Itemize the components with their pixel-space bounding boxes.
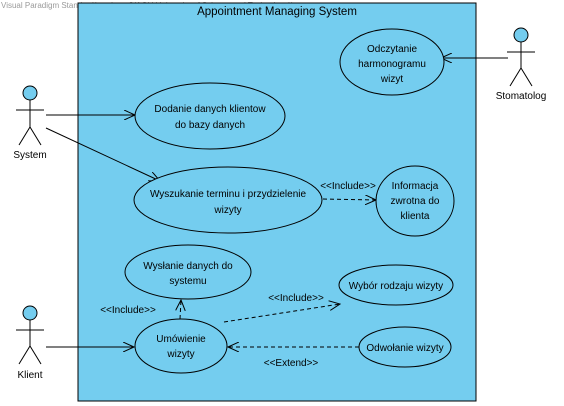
dependency-include-wybor xyxy=(223,304,340,323)
use-case-dodanie[interactable]: Dodanie danych klientow do bazy danych xyxy=(134,82,286,150)
use-case-wybor[interactable]: Wybór rodzaju wizyty xyxy=(338,264,454,306)
association-system-wyszukanie xyxy=(45,127,160,181)
use-case-umowienie[interactable]: Umówienie wizyty xyxy=(134,318,228,374)
actor-system[interactable]: System xyxy=(13,85,47,161)
dependency-include-informacja xyxy=(322,199,376,200)
use-case-wyszukanie-line-2: wizyty xyxy=(213,205,241,216)
include-label-wyslanie: <<Include>> xyxy=(100,305,156,316)
use-case-wyszukanie[interactable]: Wyszukanie terminu i przydzielenie wizyt… xyxy=(133,166,323,234)
use-case-informacja-line-3: klienta xyxy=(401,211,430,222)
actor-system-head xyxy=(22,85,38,101)
dependency-include-wyslanie xyxy=(180,300,181,320)
use-case-umowienie-line-1: Umówienie xyxy=(156,334,206,345)
use-case-wybor-line-1: Wybór rodzaju wizyty xyxy=(349,281,443,292)
use-case-odczytanie-line-2: harmonogramu xyxy=(358,59,426,70)
actor-system-label: System xyxy=(13,150,46,161)
include-label-informacja: <<Include>> xyxy=(320,181,376,192)
actor-stomatolog-label: Stomatolog xyxy=(496,91,547,102)
use-case-informacja[interactable]: Informacja zwrotna do klienta xyxy=(375,165,455,237)
use-case-dodanie-line-2: do bazy danych xyxy=(175,120,245,131)
actor-klient[interactable]: Klient xyxy=(16,305,44,381)
use-case-odczytanie[interactable]: Odczytanie harmonogramu wizyt xyxy=(339,28,445,96)
actor-stomatolog-head xyxy=(513,27,529,43)
use-case-informacja-line-2: zwrotna do xyxy=(391,196,440,207)
use-case-wyslanie[interactable]: Wysłanie danych do systemu xyxy=(124,244,252,300)
extend-label-odwolanie: <<Extend>> xyxy=(264,358,319,369)
use-case-informacja-line-1: Informacja xyxy=(392,181,439,192)
use-case-dodanie-line-1: Dodanie danych klientow xyxy=(154,104,266,115)
use-case-odwolanie[interactable]: Odwołanie wizyty xyxy=(358,326,452,368)
use-case-umowienie-line-2: wizyty xyxy=(166,349,194,360)
use-case-wyslanie-line-1: Wysłanie danych do xyxy=(143,261,233,272)
use-case-wyszukanie-line-1: Wyszukanie terminu i przydzielenie xyxy=(150,189,307,200)
use-case-odwolanie-line-1: Odwołanie wizyty xyxy=(366,343,443,354)
system-boundary-title: Appointment Managing System xyxy=(197,6,357,18)
actor-klient-head xyxy=(22,305,38,321)
use-case-odczytanie-line-1: Odczytanie xyxy=(367,44,417,55)
actor-stomatolog[interactable]: Stomatolog xyxy=(496,27,547,102)
actor-klient-label: Klient xyxy=(17,370,42,381)
include-label-wybor: <<Include>> xyxy=(268,293,324,304)
use-case-odczytanie-line-3: wizyt xyxy=(380,74,403,85)
use-case-wyslanie-line-2: systemu xyxy=(169,276,206,287)
